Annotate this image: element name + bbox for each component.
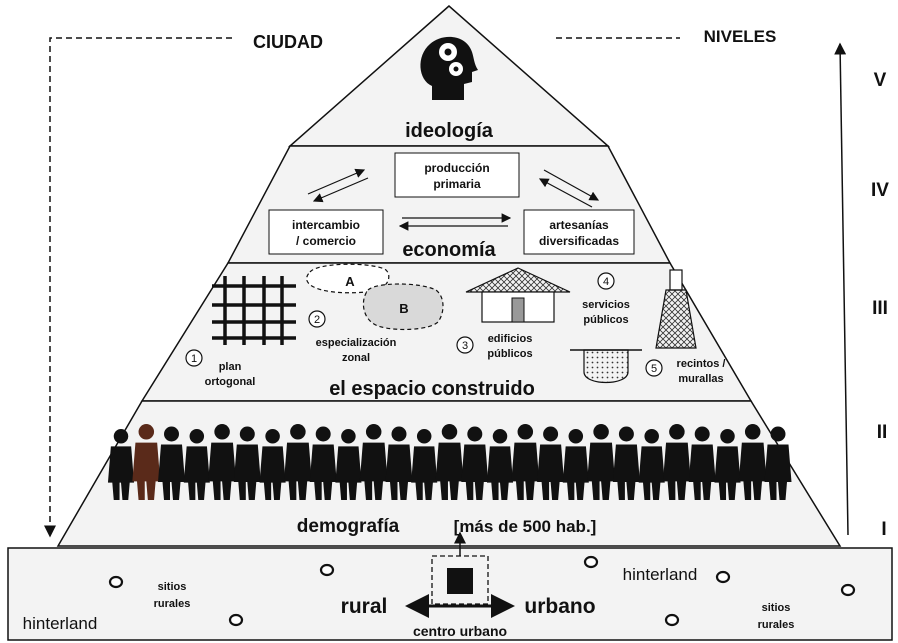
num-4: 4: [603, 276, 609, 288]
level-iii: III: [872, 298, 888, 319]
rural-site: [715, 570, 731, 584]
num-3: 3: [462, 340, 468, 352]
produccion-line1: producción: [424, 161, 489, 175]
rural-site: [840, 583, 856, 597]
num-3-circle: [456, 336, 474, 354]
niveles-label: NIVELES: [704, 27, 777, 46]
sitios-left-line1: sitios: [158, 581, 187, 593]
box-artesanias: [523, 209, 635, 255]
tier-2-title: demografía: [297, 516, 400, 537]
level-ii: II: [877, 422, 888, 443]
num-2: 2: [314, 314, 320, 326]
tier-4-title: economía: [402, 239, 496, 261]
urbano-label: urbano: [524, 595, 595, 618]
intercambio-line1: intercambio: [292, 218, 360, 232]
rural-site: [319, 563, 335, 577]
centro-urbano-label: centro urbano: [413, 623, 507, 639]
rural-site: [583, 555, 599, 569]
grid-icon: [212, 276, 296, 345]
box-produccion: [394, 152, 520, 198]
plan-line1: plan: [219, 361, 242, 373]
hinterland-right: hinterland: [623, 565, 698, 584]
tier-5-title: ideología: [405, 120, 494, 142]
zone-a: [306, 263, 390, 294]
sitios-right-line1: sitios: [762, 602, 791, 614]
zone-line2: zonal: [342, 352, 370, 364]
level-iv: IV: [871, 180, 889, 201]
artesanias-line1: artesanías: [549, 218, 609, 232]
num-1: 1: [191, 353, 197, 365]
cistern-icon: [570, 349, 642, 383]
edif-line2: públicos: [487, 348, 532, 360]
rec-line2: murallas: [678, 373, 723, 385]
economy-arrows: [307, 168, 600, 231]
produccion-line2: primaria: [433, 177, 481, 191]
artesanias-line2: diversificadas: [539, 234, 619, 248]
rural-label: rural: [341, 595, 388, 618]
ciudad-dashed-arrow: [44, 37, 232, 538]
hinterland-left: hinterland: [23, 614, 98, 633]
zone-b-label: B: [399, 301, 408, 316]
rural-site: [228, 613, 244, 627]
edif-line1: edificios: [488, 333, 533, 345]
num-1-circle: [185, 349, 203, 367]
num-5: 5: [651, 363, 657, 375]
sitios-left-line2: rurales: [154, 598, 191, 610]
plan-line2: ortogonal: [205, 376, 256, 388]
sitios-right-line2: rurales: [758, 619, 795, 631]
serv-line1: servicios: [582, 299, 630, 311]
rural-site: [108, 575, 124, 589]
box-intercambio: [268, 209, 384, 255]
level-v: V: [874, 70, 887, 91]
num-2-circle: [308, 310, 326, 328]
centro-urbano-square: [447, 568, 473, 594]
zone-b: [362, 283, 444, 331]
rec-line1: recintos /: [677, 358, 726, 370]
tier-2-note: [más de 500 hab.]: [454, 517, 597, 536]
level-i: I: [881, 519, 886, 540]
intercambio-line2: / comercio: [296, 234, 356, 248]
zone-a-label: A: [345, 274, 355, 289]
tower-icon: [655, 269, 697, 349]
niveles-axis-arrow: [834, 42, 849, 536]
num-5-circle: [645, 359, 663, 377]
house-icon: [465, 267, 571, 323]
rural-sites: [108, 555, 856, 627]
num-4-circle: [597, 272, 615, 290]
serv-line2: públicos: [583, 314, 628, 326]
tier-3-title: el espacio construido: [329, 378, 535, 400]
zone-line1: especialización: [316, 337, 397, 349]
ciudad-label: CIUDAD: [253, 32, 323, 52]
rural-site: [664, 613, 680, 627]
head-gears-icon: [420, 36, 478, 100]
